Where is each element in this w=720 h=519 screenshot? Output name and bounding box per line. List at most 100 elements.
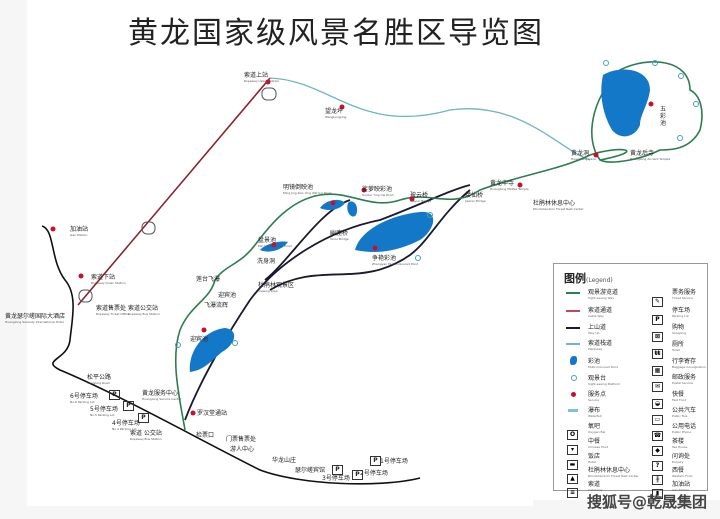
pond-icon: [570, 356, 577, 365]
road-line: [41, 225, 421, 485]
sightseeing-way-line: [174, 148, 628, 431]
cableway-icon: ≡: [567, 479, 578, 498]
phone-icon: ☎: [652, 431, 663, 441]
label-parking1: 1号停车场: [380, 458, 408, 465]
five-color-pond: [601, 69, 650, 137]
postal-icon: ✉: [652, 373, 663, 392]
western-food-icon: ╫: [652, 466, 663, 485]
gas-station-icon: ▮: [652, 480, 663, 499]
label-five-color-pond: 五彩池: [660, 106, 667, 127]
sightseeing-way-icon: [566, 292, 580, 294]
bus-icon: ▭: [652, 406, 663, 425]
parking-icon: P: [652, 306, 663, 325]
page-title: 黄龙国家级风景名胜区导览图: [128, 16, 544, 51]
label-pujing: 迎宾池: [218, 292, 237, 299]
cable-way-icon: [566, 310, 580, 312]
watermark: 搜狐号@乾晟集团: [587, 493, 708, 511]
cable-car-icon: [78, 87, 277, 303]
label-arhat-hall: 罗汉堂通站: [197, 410, 228, 417]
fast-food-icon: ◒: [652, 390, 663, 409]
label-hualong-resort: 华龙山庄: [272, 457, 297, 464]
way-up-icon: [566, 327, 580, 329]
parking-icon: P: [123, 401, 134, 411]
viewing-platform-icon: [571, 375, 577, 381]
label-yingbin-pond: 迎宾池: [190, 336, 209, 343]
chinese-food-icon: ▾: [567, 436, 578, 455]
label-parking3: 3号停车场: [322, 475, 350, 482]
way-up-line-2: [269, 189, 471, 291]
parking-icon: P: [332, 465, 343, 475]
label-feipu-liuhui: 飞瀑流辉: [204, 302, 229, 309]
suoluo-pond: [347, 201, 358, 217]
viewing-platform-icons: [175, 60, 699, 348]
label-ticket-office: 门票售票处: [226, 436, 257, 443]
tea-house-icon: ◆: [652, 437, 663, 456]
label-xishen-cave: 洗身洞: [257, 258, 276, 265]
label-parking2: 2号停车场: [360, 470, 388, 477]
toilet-icon: ŧŧ: [652, 340, 663, 359]
label-liantai-feipu: 莲台飞瀑: [196, 276, 221, 283]
oxygen-bar-icon: O: [567, 421, 578, 440]
ticket-icon: ✎: [652, 288, 663, 307]
shopping-icon: ⊠: [652, 323, 663, 342]
waterfall-icon: [568, 409, 578, 412]
parking-icon: P: [109, 390, 120, 400]
parking-icon: P: [138, 413, 149, 423]
legend-title: 图例(Legend): [564, 272, 613, 285]
service-point-icons: [50, 79, 654, 416]
yingbin-pond: [189, 328, 235, 372]
service-point-icon: [571, 392, 576, 397]
zhengyan-pond: [355, 211, 434, 252]
parking-icon: P: [370, 456, 381, 466]
plankway-line: [269, 77, 591, 161]
label-serenity-hotel: 瑟尔嵯宾馆: [295, 467, 326, 474]
map-sheet: [27, 0, 533, 506]
plankway-icon: [566, 343, 580, 345]
parking-icon: P: [352, 470, 363, 480]
label-checkpoint: 检票口: [196, 432, 215, 439]
